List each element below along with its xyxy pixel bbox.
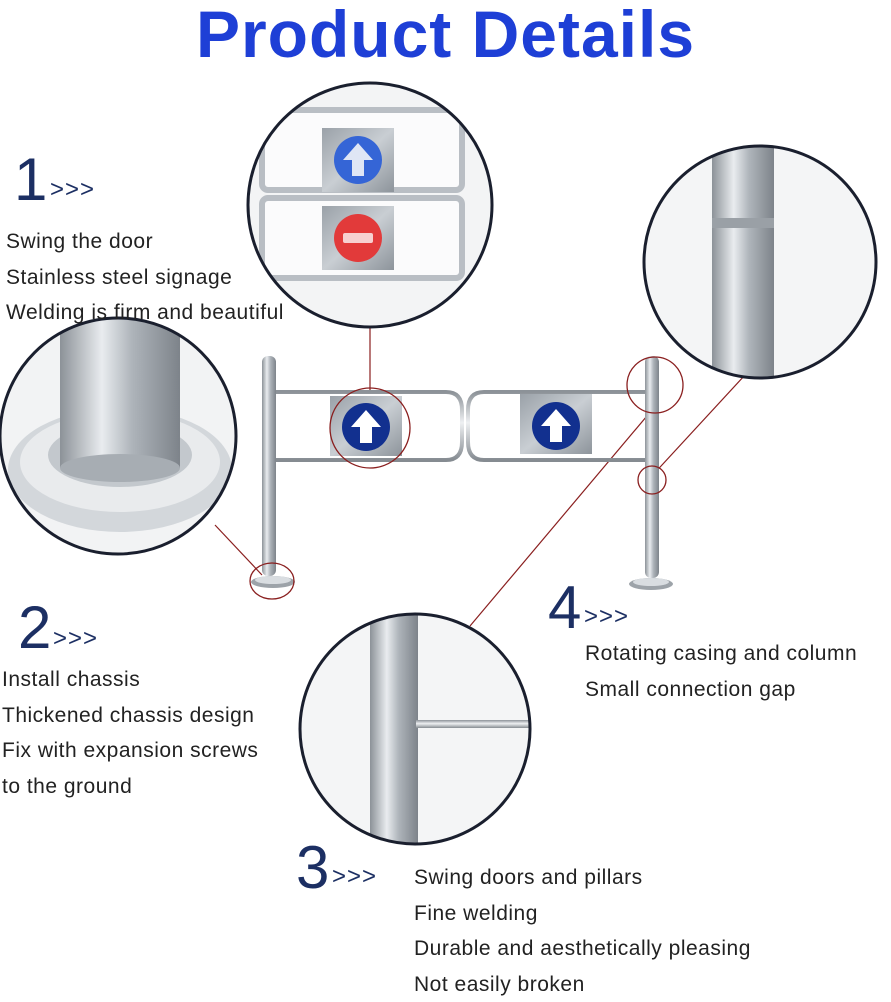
up-arrow-sign-icon <box>330 396 402 456</box>
section-3-description: Swing doors and pillars Fine welding Dur… <box>414 860 751 1002</box>
section-2-line: to the ground <box>2 769 258 805</box>
section-1-marker: >>> <box>50 176 95 204</box>
section-3-marker: >>> <box>332 863 377 891</box>
chassis-detail-circle <box>0 318 240 558</box>
section-2-marker: >>> <box>53 625 98 653</box>
section-1-line: Swing the door <box>6 224 284 260</box>
section-3-line: Fine welding <box>414 896 751 932</box>
section-4-line: Rotating casing and column <box>585 636 857 672</box>
section-2-description: Install chassis Thickened chassis design… <box>2 662 258 804</box>
pillar-detail-circle <box>298 612 538 852</box>
section-1-line: Stainless steel signage <box>6 260 284 296</box>
section-3-line: Swing doors and pillars <box>414 860 751 896</box>
section-1-line: Welding is firm and beautiful <box>6 295 284 331</box>
section-2-line: Install chassis <box>2 662 258 698</box>
section-1-number: 1 <box>14 150 47 210</box>
no-entry-sign-icon <box>334 214 382 262</box>
casing-detail-circle <box>640 140 880 380</box>
section-1-description: Swing the door Stainless steel signage W… <box>6 224 284 331</box>
section-3-line: Not easily broken <box>414 967 751 1002</box>
section-4-marker: >>> <box>584 603 629 631</box>
section-2-number: 2 <box>18 598 51 658</box>
section-4-number: 4 <box>548 578 581 638</box>
section-4-line: Small connection gap <box>585 672 857 708</box>
section-4-description: Rotating casing and column Small connect… <box>585 636 857 707</box>
section-2-line: Fix with expansion screws <box>2 733 258 769</box>
section-3-line: Durable and aesthetically pleasing <box>414 931 751 967</box>
section-3-number: 3 <box>296 838 329 898</box>
up-arrow-sign-icon <box>334 136 382 184</box>
section-2-line: Thickened chassis design <box>2 698 258 734</box>
up-arrow-sign-icon <box>520 394 592 454</box>
